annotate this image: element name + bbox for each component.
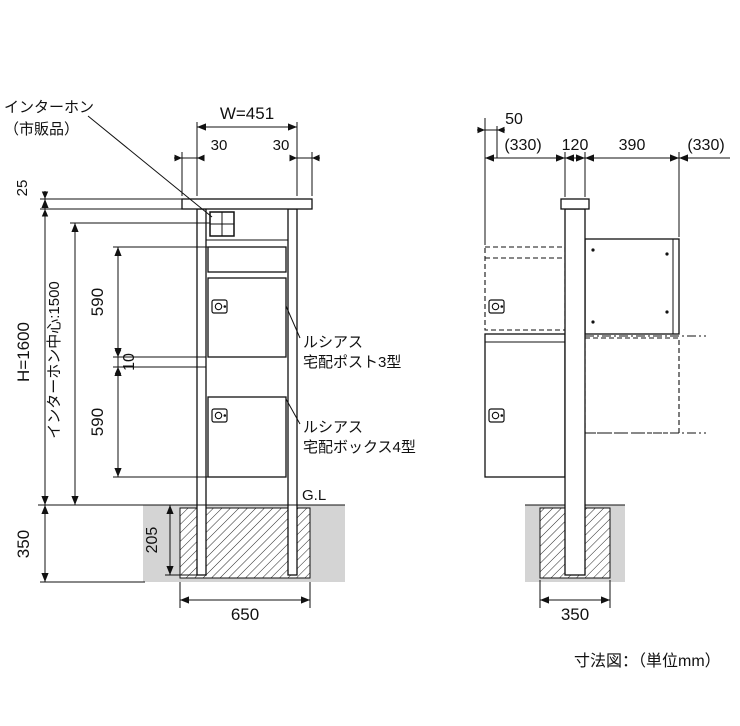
screw-dot [665, 252, 669, 256]
dim-width-text: W=451 [220, 104, 274, 123]
dim-overhang-right-text: 30 [273, 137, 290, 154]
front-dimensions [40, 122, 320, 608]
dim-foundation-depth-text: 350 [14, 530, 33, 558]
dim-front-offset-text: 50 [505, 111, 523, 128]
dim-embed [165, 505, 197, 576]
dim-height-text: H=1600 [14, 322, 33, 382]
screw-dot [665, 310, 669, 314]
post3-leader-line [285, 305, 301, 339]
side-view: 50 (330) 120 390 (330) 350 [477, 111, 730, 624]
side-post [564, 208, 586, 576]
front-mail-slot [207, 246, 287, 273]
front-structure [181, 198, 313, 576]
dim-width [196, 122, 298, 196]
diagram-caption: 寸法図：（単位mm） [574, 652, 721, 670]
dim-right-ref-text: (330) [687, 137, 724, 154]
screw-dot [591, 320, 595, 324]
front-parcel-post-door [207, 277, 287, 358]
lock-icon [488, 299, 505, 314]
dim-pitch-upper-text: 590 [88, 288, 107, 316]
box4-leader-line [285, 398, 301, 425]
dim-side-foundation-width-text: 350 [561, 605, 589, 624]
side-upper-box-solid [584, 238, 680, 335]
dim-overhang-left-text: 30 [211, 137, 228, 154]
dim-intercom-center-text: インターホン中心:1500 [46, 281, 63, 439]
dim-intercom-center [70, 222, 210, 505]
box4-label-line2: 宅配ボックス4型 [303, 439, 416, 456]
side-lower-box-solid [484, 333, 566, 478]
dim-cap-text: 25 [14, 180, 31, 197]
lock-icon [488, 408, 505, 423]
lock-icon [211, 299, 228, 314]
dim-pitch-lower-text: 590 [88, 408, 107, 436]
dim-overhangs [174, 152, 320, 196]
post3-label-line1: ルシアス [303, 334, 363, 351]
dim-foundation-width [179, 582, 311, 608]
side-structure [484, 198, 706, 576]
side-top-cap [560, 198, 590, 210]
lock-icon [211, 408, 228, 423]
intercom-label-line1: インターホン [4, 99, 94, 116]
post3-label-line2: 宅配ポスト3型 [303, 354, 401, 371]
dim-embed-text: 205 [144, 527, 161, 554]
intercom-unit [209, 211, 235, 237]
screw-dot [591, 248, 595, 252]
dim-pitch-chain [113, 246, 208, 478]
front-foundation [143, 505, 345, 582]
side-dimensions [477, 118, 730, 608]
front-top-cap [181, 198, 313, 210]
side-upper-box-dashed [484, 246, 566, 331]
ground-line-label: G.L [302, 487, 326, 504]
front-right-post [287, 208, 298, 576]
box4-label-line1: ルシアス [303, 419, 363, 436]
intercom-leader-line [87, 115, 213, 218]
front-view: W=451 30 30 25 H=1600 インターホン中心:1500 590 … [4, 99, 416, 624]
dim-side-top-chain [477, 118, 730, 245]
dim-post-depth-text: 120 [562, 137, 589, 154]
dim-left-ref-text: (330) [504, 137, 541, 154]
dim-foundation-depth [40, 505, 145, 583]
dim-box-depth-text: 390 [619, 137, 646, 154]
dim-foundation-width-text: 650 [231, 605, 259, 624]
intercom-label-line2: （市販品） [4, 121, 79, 138]
front-leaders [87, 115, 301, 425]
front-left-post [196, 208, 207, 576]
side-lower-box-dashed [584, 337, 680, 434]
dim-side-foundation-width [539, 580, 611, 608]
dim-pitch-gap-text: 10 [121, 353, 138, 371]
dim-cap [40, 191, 182, 217]
